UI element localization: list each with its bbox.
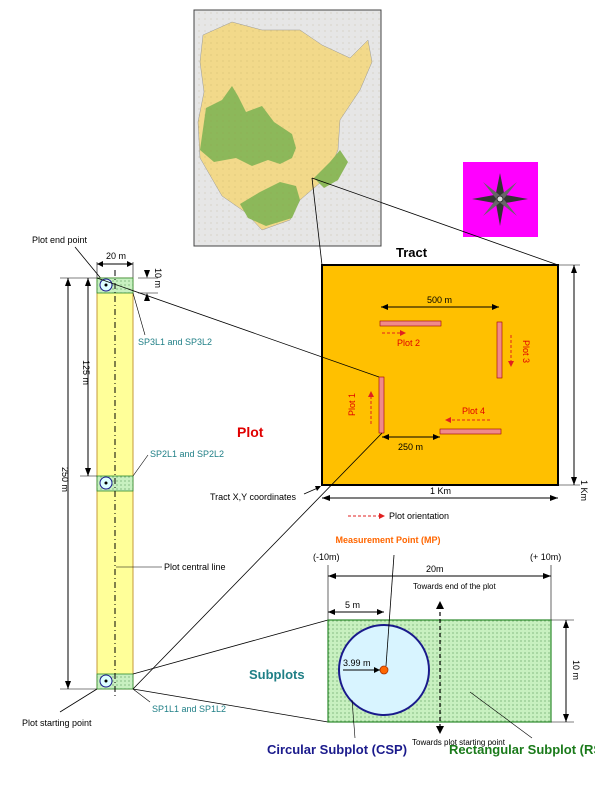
compass-rose-icon: [463, 162, 538, 237]
tract-plot-3: [496, 321, 503, 379]
tract-spacing-label: 500 m: [427, 295, 452, 305]
csp-label-text: Circular Subplot (CSP): [267, 742, 407, 757]
tract-plot-4: [439, 428, 502, 435]
subplot-towards-start-text: Towards plot starting point: [412, 738, 506, 747]
subplot-sp3-label-text: SP3L1 and SP3L2: [138, 337, 212, 347]
tract-offset-label: 250 m: [398, 442, 423, 452]
tract-width-label: 1 Km: [430, 486, 451, 496]
plot-central-line-label: Plot central line: [164, 562, 226, 572]
tract-plot-1-label: Plot 1: [347, 393, 357, 416]
subplot-left-coord: (-10m): [313, 552, 340, 562]
subplot-width-label: 20m: [426, 564, 444, 574]
subplot-sp1-label: SP1L1 and SP1L2: [152, 704, 226, 714]
rsp-label-text: Rectangular Subplot (RSP): [449, 742, 595, 757]
plot-orientation-label: Plot orientation: [389, 511, 449, 521]
plot-start-point-label: Plot starting point: [22, 718, 92, 728]
plot-length-label: 250 m: [60, 467, 70, 492]
subplot-mp-label-text: Measurement Point (MP): [335, 535, 440, 545]
subplots-title: Subplots: [249, 667, 305, 682]
subplot-right-coord: (+ 10m): [530, 552, 561, 562]
tract-square: [321, 264, 559, 486]
subplot-towards-end-text: Towards end of the plot: [413, 582, 496, 591]
plot-end-point-label: Plot end point: [32, 235, 88, 245]
subplot-mp-label: Measurement Point (MP): [335, 535, 440, 545]
plot-half-length-label: 125 m: [81, 360, 91, 385]
subplot-towards-start-label: Towards plot starting point: [412, 738, 506, 747]
tract-plot-2-label: Plot 2: [397, 338, 420, 348]
rsp-label: Rectangular Subplot (RSP): [449, 742, 595, 757]
plot-width-label: 20 m: [106, 251, 126, 261]
subplot-radius-label: 3.99 m: [343, 658, 371, 668]
subplot-sp3-label: SP3L1 and SP3L2: [138, 337, 212, 347]
plot-title: Plot: [237, 424, 264, 440]
tract-title: Tract: [396, 245, 428, 260]
tract-height-label: 1 Km: [579, 480, 589, 501]
subplot-sp2-label-text: SP2L1 and SP2L2: [150, 449, 224, 459]
kenya-map: [193, 9, 382, 247]
map-connector-line: [311, 177, 559, 266]
map-connector-line: [311, 177, 323, 266]
tract-plot-1: [378, 376, 385, 434]
tract-plot-4-label: Plot 4: [462, 406, 485, 416]
tract-coordinates-label: Tract X,Y coordinates: [210, 492, 297, 502]
subplot-radius-offset-label: 5 m: [345, 600, 360, 610]
plot-top-offset-label: 10 m: [153, 268, 163, 288]
subplot-sp1-label-text: SP1L1 and SP1L2: [152, 704, 226, 714]
subplot-sp2-label: SP2L1 and SP2L2: [150, 449, 224, 459]
csp-label: Circular Subplot (CSP): [267, 742, 407, 757]
measurement-point: [379, 665, 389, 675]
tract-plot-3-label: Plot 3: [521, 340, 531, 363]
subplot-towards-end-label: Towards end of the plot: [413, 582, 496, 591]
subplot-height-label: 10 m: [571, 660, 581, 680]
tract-plot-2: [379, 320, 442, 327]
